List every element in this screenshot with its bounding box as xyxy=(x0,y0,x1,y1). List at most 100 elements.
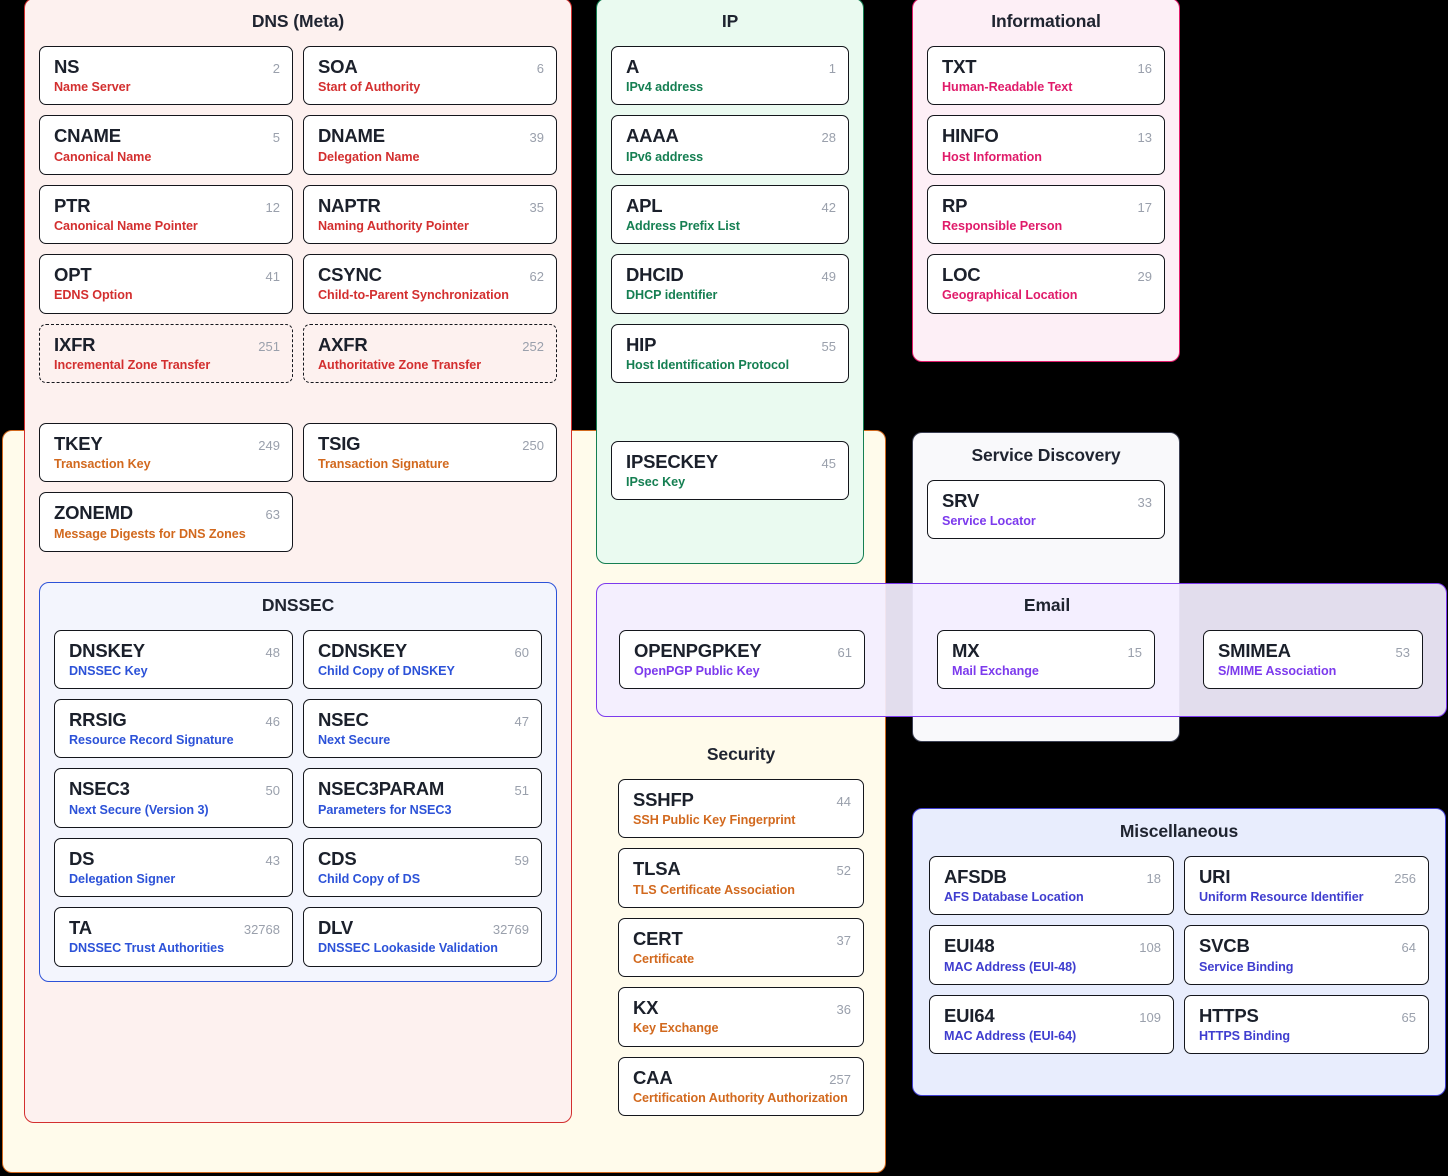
ip-spacer xyxy=(611,383,849,441)
record-abbreviation: AFSDB xyxy=(944,866,1007,887)
record-description: Certificate xyxy=(633,952,695,967)
record-type-number: 1 xyxy=(828,61,836,76)
record-description: Human-Readable Text xyxy=(942,80,1073,95)
record-type-number: 64 xyxy=(1401,940,1416,956)
record-abbreviation: AAAA xyxy=(626,125,679,147)
record-description: SSH Public Key Fingerprint xyxy=(633,813,796,828)
record-type-number: 61 xyxy=(837,645,852,660)
record-abbreviation: ZONEMD xyxy=(54,502,133,524)
record-description: Start of Authority xyxy=(318,80,421,95)
record-type-number: 108 xyxy=(1139,940,1161,956)
record-type-number: 256 xyxy=(1394,871,1416,886)
record-description: Mail Exchange xyxy=(952,664,1039,679)
record-type-number: 37 xyxy=(836,932,851,948)
record-card-header: HIP 55 xyxy=(626,334,836,355)
record-description: Incremental Zone Transfer xyxy=(54,357,211,372)
record-abbreviation: EUI64 xyxy=(944,1004,995,1026)
record-abbreviation: NSEC3 xyxy=(69,778,130,800)
record-type-number: 55 xyxy=(821,338,836,354)
record-description: Child Copy of DS xyxy=(318,872,421,887)
record-description: Host Information xyxy=(942,149,1042,164)
record-type-number: 12 xyxy=(265,199,280,215)
record-abbreviation: NAPTR xyxy=(318,194,381,216)
record-abbreviation: NSEC xyxy=(318,709,369,730)
record-abbreviation: HIP xyxy=(626,333,657,355)
record-description: AFS Database Location xyxy=(944,890,1084,905)
record-description: EDNS Option xyxy=(54,288,133,303)
record-abbreviation: RP xyxy=(942,194,968,216)
record-type-number: 44 xyxy=(836,794,851,809)
group-title-email: Email xyxy=(1023,595,1071,615)
record-type-number: 62 xyxy=(529,269,544,285)
record-abbreviation: LOC xyxy=(942,264,981,286)
record-type-number: 51 xyxy=(514,783,529,799)
record-description: Host Identification Protocol xyxy=(626,357,790,372)
record-type-number: 46 xyxy=(265,714,280,729)
